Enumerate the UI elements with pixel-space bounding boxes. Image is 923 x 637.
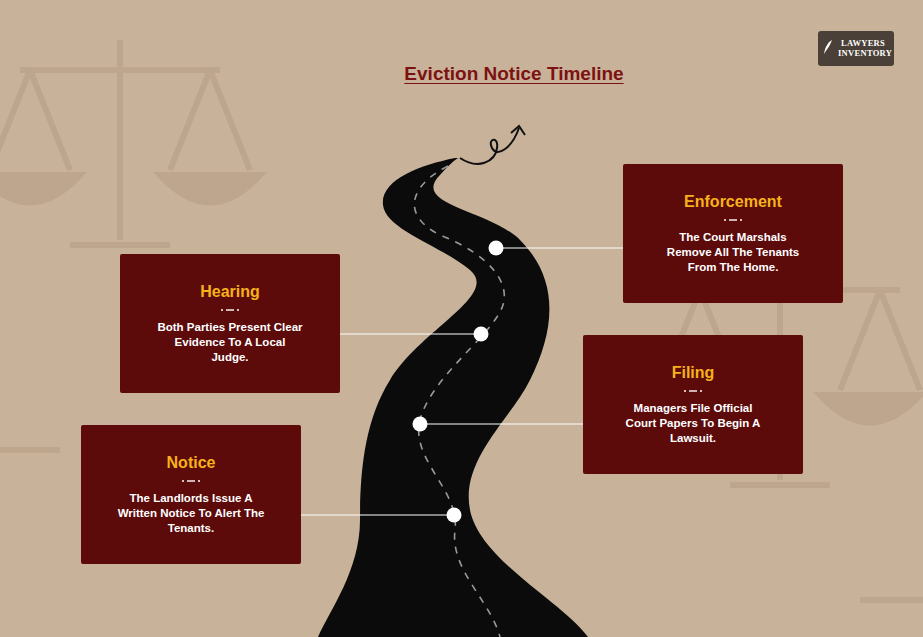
card-heading: Enforcement	[684, 192, 782, 212]
timeline-card: FilingManagers File Official Court Paper…	[583, 335, 803, 474]
card-body: Managers File Official Court Papers To B…	[618, 401, 768, 446]
leader-lines	[301, 248, 623, 515]
timeline-dots	[413, 241, 504, 523]
quill-icon	[823, 40, 833, 54]
divider	[219, 306, 241, 314]
card-body: The Court Marshals Remove All The Tenant…	[658, 230, 808, 275]
card-heading: Notice	[167, 453, 216, 473]
timeline-card: EnforcementThe Court Marshals Remove All…	[623, 164, 843, 303]
timeline-card: HearingBoth Parties Present Clear Eviden…	[120, 254, 340, 393]
road-center-dashes	[414, 166, 504, 637]
curl-arrow	[460, 128, 519, 164]
diagram-title: Eviction Notice Timeline	[404, 61, 624, 87]
divider	[180, 477, 202, 485]
road	[318, 158, 588, 637]
divider	[722, 216, 744, 224]
divider	[682, 387, 704, 395]
card-heading: Hearing	[200, 282, 260, 302]
timeline-card: NoticeThe Landlords Issue A Written Noti…	[81, 425, 301, 564]
logo-badge: LAWYERS INVENTORY	[818, 31, 894, 66]
arrow-head	[511, 126, 525, 135]
card-body: Both Parties Present Clear Evidence To A…	[155, 320, 305, 365]
card-body: The Landlords Issue A Written Notice To …	[116, 491, 266, 536]
logo-text: LAWYERS INVENTORY	[838, 38, 888, 58]
card-heading: Filing	[672, 363, 715, 383]
